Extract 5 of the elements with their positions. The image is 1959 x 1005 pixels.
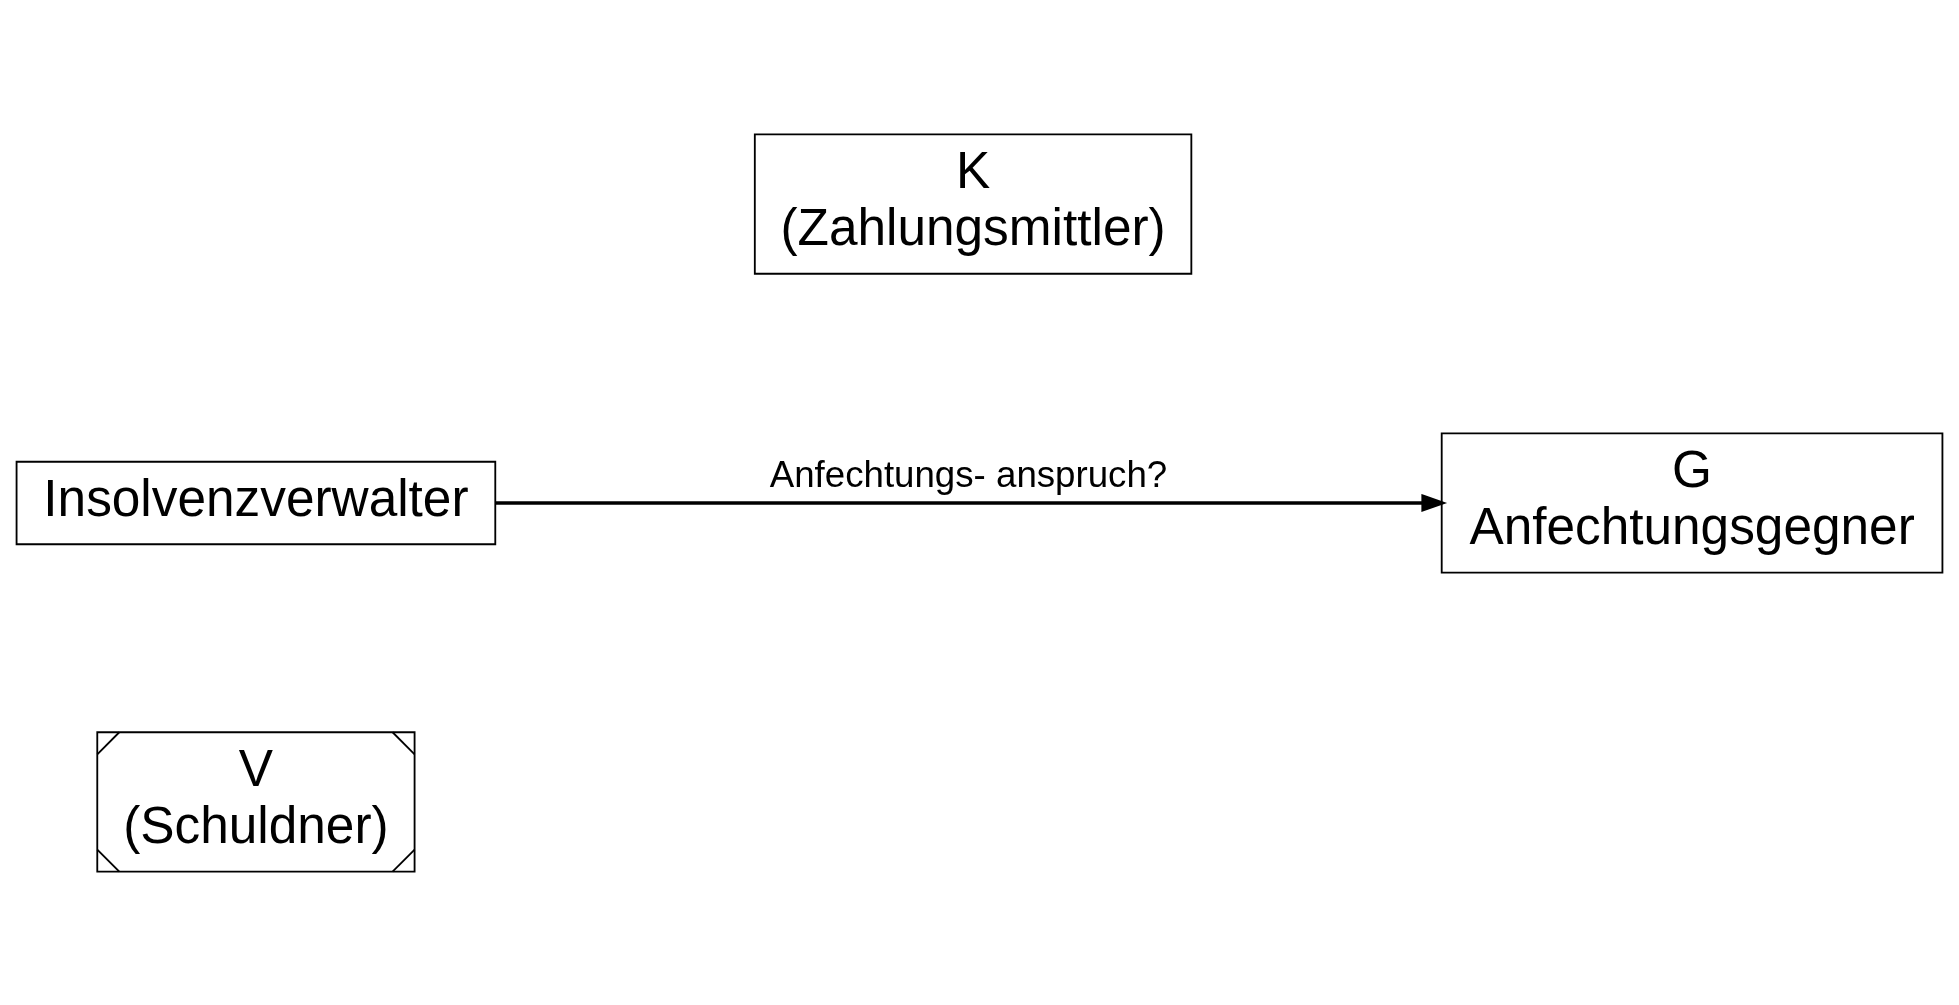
node-box: Insolvenzverwalter	[15, 460, 497, 545]
node-box: K (Zahlungsmittler)	[753, 132, 1193, 275]
node-box: G Anfechtungsgegner	[1440, 431, 1944, 574]
edge-label: Anfechtungs- anspruch?	[769, 452, 1168, 494]
arrow	[495, 493, 1448, 512]
